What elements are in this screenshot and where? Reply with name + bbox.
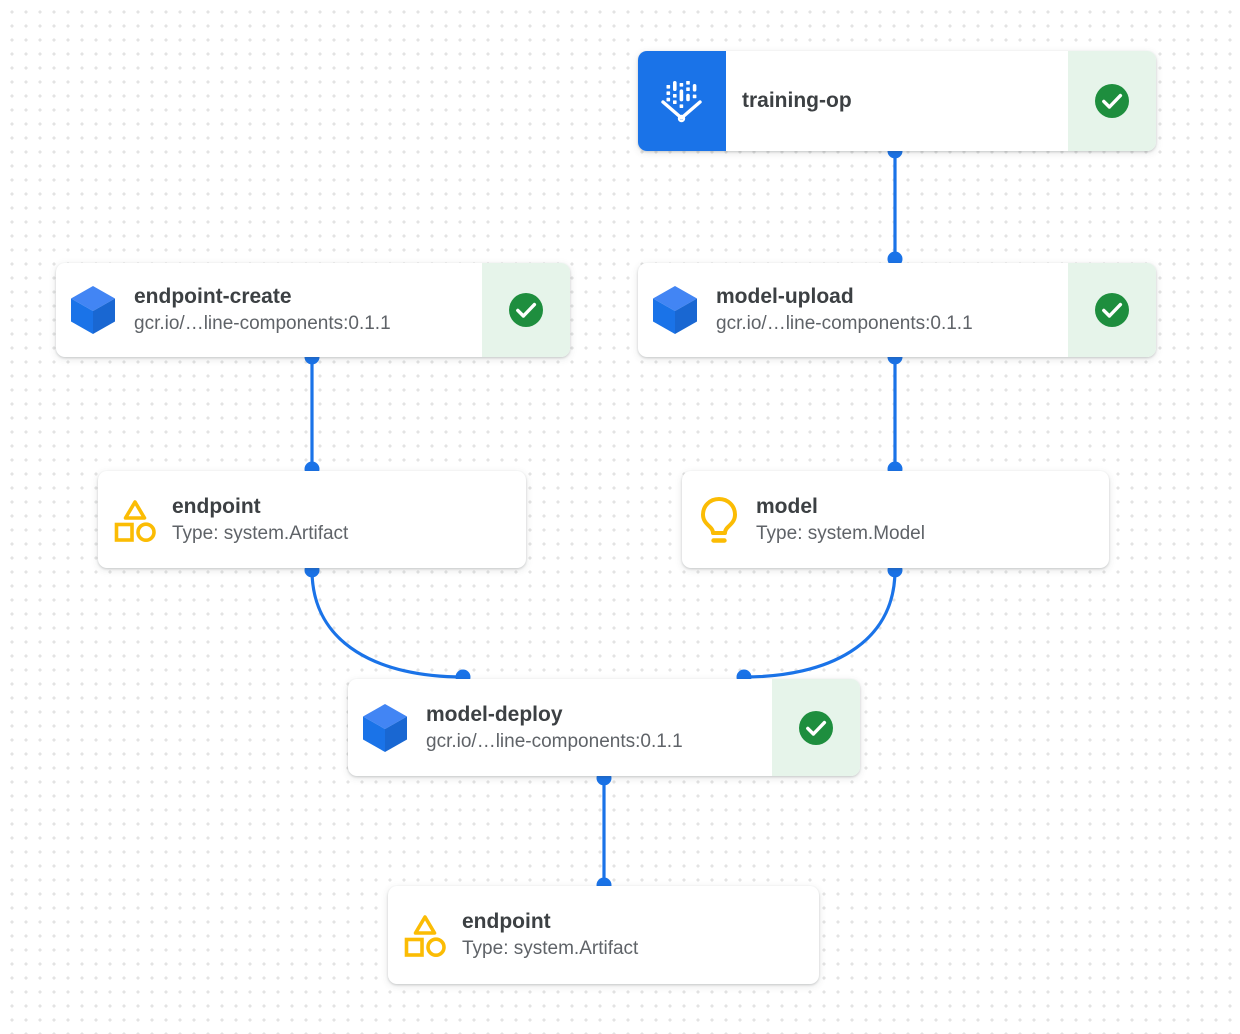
lightbulb-icon (682, 471, 756, 568)
check-circle-icon (509, 293, 543, 327)
node-title: training-op (742, 89, 852, 113)
node-subtitle: gcr.io/…line-components:0.1.1 (134, 313, 391, 335)
node-title: model-deploy (426, 702, 563, 726)
node-model-upload[interactable]: model-upload gcr.io/…line-components:0.1… (638, 263, 1156, 357)
node-endpoint-artifact-b-body: endpoint Type: system.Artifact (462, 886, 819, 984)
node-title: model-upload (716, 285, 854, 309)
node-title: endpoint (172, 494, 261, 518)
vertex-ai-icon (638, 51, 726, 151)
node-model-artifact[interactable]: model Type: system.Model (682, 471, 1109, 568)
node-endpoint-artifact-a-body: endpoint Type: system.Artifact (172, 471, 526, 568)
cube-icon (56, 263, 130, 357)
node-model-upload-body: model-upload gcr.io/…line-components:0.1… (712, 263, 1068, 357)
check-circle-icon (1095, 293, 1129, 327)
status-badge-succeeded (1068, 51, 1156, 151)
node-subtitle: gcr.io/…line-components:0.1.1 (426, 730, 683, 752)
status-badge-succeeded (482, 263, 570, 357)
node-training-op-body: training-op (726, 51, 1068, 151)
cube-icon (348, 679, 422, 776)
node-title: model (756, 494, 818, 518)
edge-model-upload-to-model-artifact (887, 349, 903, 477)
node-model-artifact-body: model Type: system.Model (756, 471, 1109, 568)
node-model-deploy[interactable]: model-deploy gcr.io/…line-components:0.1… (348, 679, 860, 776)
node-endpoint-artifact-a[interactable]: endpoint Type: system.Artifact (98, 471, 526, 568)
artifact-shapes-icon (388, 886, 462, 984)
cube-icon (638, 263, 712, 357)
check-circle-icon (1095, 84, 1129, 118)
edge-training-op-to-model-upload (887, 143, 903, 267)
node-endpoint-artifact-b[interactable]: endpoint Type: system.Artifact (388, 886, 819, 984)
edge-model-artifact-to-model-deploy (736, 562, 903, 685)
node-endpoint-create-body: endpoint-create gcr.io/…line-components:… (130, 263, 482, 357)
node-training-op[interactable]: training-op (638, 51, 1156, 151)
check-circle-icon (799, 710, 833, 745)
node-subtitle: gcr.io/…line-components:0.1.1 (716, 313, 973, 335)
node-title: endpoint-create (134, 285, 292, 309)
node-subtitle: Type: system.Model (756, 522, 925, 544)
edge-model-deploy-to-endpoint-artifact-b (596, 770, 612, 893)
node-model-deploy-body: model-deploy gcr.io/…line-components:0.1… (422, 679, 772, 776)
node-title: endpoint (462, 910, 551, 934)
edge-endpoint-create-to-endpoint-artifact-a (304, 349, 320, 477)
status-badge-succeeded (772, 679, 860, 776)
edge-endpoint-artifact-a-to-model-deploy (304, 562, 471, 685)
node-subtitle: Type: system.Artifact (462, 938, 639, 960)
status-badge-succeeded (1068, 263, 1156, 357)
node-subtitle: Type: system.Artifact (172, 522, 349, 544)
artifact-shapes-icon (98, 471, 172, 568)
node-endpoint-create[interactable]: endpoint-create gcr.io/…line-components:… (56, 263, 570, 357)
